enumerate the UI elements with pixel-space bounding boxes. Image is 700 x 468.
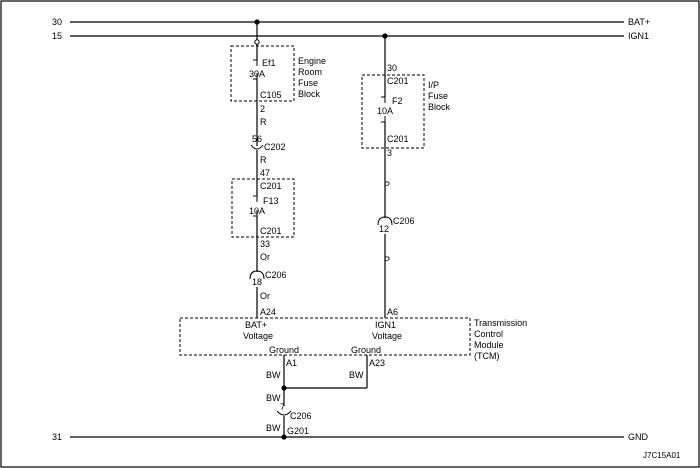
right-pin-3: 3	[387, 148, 392, 158]
c206-left-connector-symbol	[249, 270, 265, 280]
tcm-label-1: Transmission	[474, 318, 527, 328]
ground-point-dot	[281, 434, 287, 440]
ign-bus-left-label: 15	[52, 31, 62, 41]
engine-room-label-3: Fuse	[298, 78, 318, 88]
ign-bus-right-label: IGN1	[628, 31, 649, 41]
ground-wire-color-left: BW	[266, 370, 281, 380]
f2-fuse-name: F2	[392, 96, 403, 106]
ef1-fuse-name: Ef1	[262, 58, 276, 68]
right-wire-color-p1: P	[384, 180, 390, 190]
f13-fuse-block	[231, 178, 295, 238]
ground-wire-color-low: BW	[266, 423, 281, 433]
left-pin-47: 47	[260, 168, 270, 178]
tcm-label-4: (TCM)	[474, 351, 500, 361]
ip-fuse-label-2: Fuse	[428, 91, 448, 101]
left-wire-color-or2: Or	[260, 291, 270, 301]
ef1-connector: C105	[260, 90, 282, 100]
tcm-ign-label-1: IGN1	[375, 320, 396, 330]
gnd-bus-right-label: GND	[628, 432, 649, 442]
tcm-module	[179, 317, 471, 356]
tcm-pin-a24: A24	[260, 307, 276, 317]
ip-fuse-label-1: I/P	[428, 80, 439, 90]
c202-connector-name: C202	[264, 142, 286, 152]
c206-ground-pin: 7	[280, 402, 285, 412]
ground-wire-color-mid: BW	[266, 393, 281, 403]
c206-right-pin: 12	[379, 224, 389, 234]
ground-splice-dot	[281, 385, 287, 391]
f13-fuse-rating: 10A	[249, 206, 265, 216]
f13-bottom-connector: C201	[260, 226, 282, 236]
engine-room-label-1: Engine	[298, 56, 326, 66]
c202-connector-symbol	[250, 144, 264, 150]
tcm-ground-right: Ground	[351, 345, 381, 355]
tcm-batt-label-2: Voltage	[243, 331, 273, 341]
tcm-ground-left: Ground	[269, 345, 299, 355]
bat-bus-right-label: BAT+	[628, 17, 650, 27]
engine-room-label-2: Room	[298, 67, 322, 77]
f13-top-connector: C201	[260, 181, 282, 191]
tcm-pin-a6: A6	[387, 307, 398, 317]
c202-pin-number: 56	[252, 134, 262, 144]
c206-right-name: C206	[393, 216, 415, 226]
ground-point-label: G201	[287, 426, 309, 436]
engine-room-label-4: Block	[298, 89, 321, 99]
c206-right-connector-symbol	[377, 216, 393, 226]
gnd-bus-left-label: 31	[52, 432, 62, 442]
f13-fuse-name: F13	[263, 196, 279, 206]
left-pin-2: 2	[260, 104, 265, 114]
bat-bus-left-label: 30	[52, 17, 62, 27]
c206-left-pin: 18	[252, 277, 262, 287]
tcm-ign-label-2: Voltage	[372, 331, 402, 341]
left-wire-color-r1: R	[260, 117, 267, 127]
tcm-batt-label-1: BAT+	[245, 320, 267, 330]
engine-room-fuse-block	[230, 45, 295, 102]
right-pin-30: 30	[387, 63, 397, 73]
ip-fuse-label-3: Block	[428, 102, 451, 112]
right-wire-color-p2: P	[384, 255, 390, 265]
tcm-label-2: Control	[474, 329, 503, 339]
f2-bottom-connector: C201	[387, 134, 409, 144]
tcm-pin-a1: A1	[286, 358, 297, 368]
left-wire-color-or1: Or	[260, 252, 270, 262]
c206-ground-connector-symbol	[276, 410, 292, 416]
ef1-terminal	[254, 39, 260, 45]
ef1-fuse-rating: 30A	[249, 69, 265, 79]
left-pin-33: 33	[260, 239, 270, 249]
ip-fuse-block	[361, 74, 425, 149]
left-wire-color-r2: R	[260, 155, 267, 165]
c206-ground-name: C206	[290, 411, 312, 421]
figure-id: J7C15A01	[643, 451, 681, 460]
ground-wire-color-right: BW	[349, 370, 364, 380]
f2-fuse-rating: 10A	[377, 106, 393, 116]
c206-left-name: C206	[265, 270, 287, 280]
tcm-label-3: Module	[474, 340, 504, 350]
f2-top-connector: C201	[387, 76, 409, 86]
tcm-pin-a23: A23	[369, 358, 385, 368]
